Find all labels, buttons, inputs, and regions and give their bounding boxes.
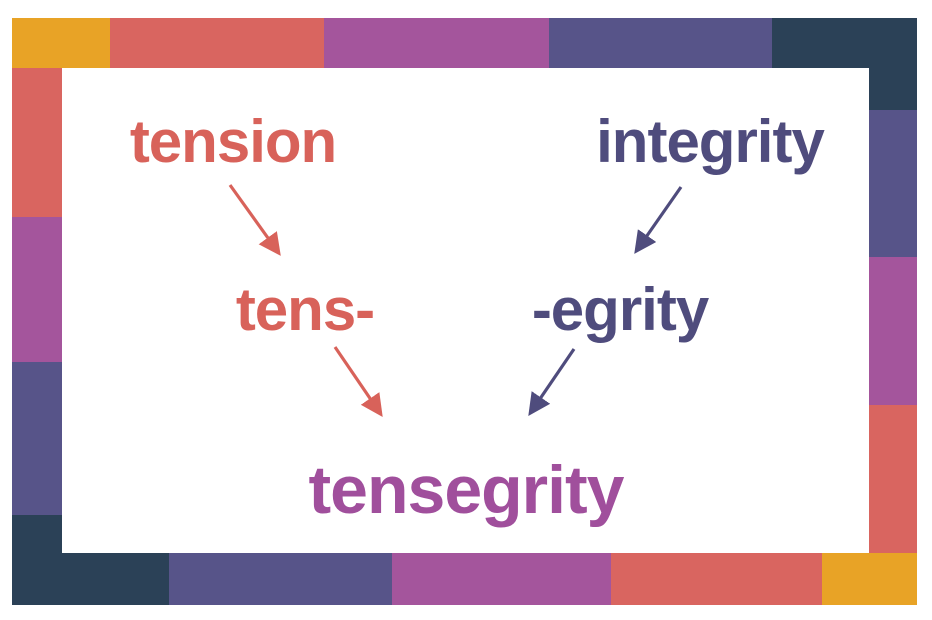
word-tens-prefix: tens- bbox=[235, 276, 375, 343]
border-block-purple bbox=[169, 553, 392, 605]
border-block-magenta bbox=[869, 257, 917, 405]
border-block-navy bbox=[869, 68, 917, 110]
border-block-magenta bbox=[324, 18, 549, 68]
border-strip-left bbox=[12, 68, 62, 553]
border-block-coral bbox=[611, 553, 822, 605]
border-block-purple bbox=[12, 362, 62, 515]
border-block-gold bbox=[822, 553, 917, 605]
word-egrity-suffix: -egrity bbox=[531, 276, 709, 343]
word-tension: tension bbox=[129, 108, 337, 175]
border-block-purple bbox=[549, 18, 772, 68]
border-block-coral bbox=[869, 405, 917, 553]
word-integrity: integrity bbox=[596, 108, 825, 175]
border-block-navy bbox=[12, 515, 62, 553]
word-tensegrity: tensegrity bbox=[308, 452, 625, 528]
border-block-magenta bbox=[392, 553, 611, 605]
border-strip-bottom bbox=[12, 553, 917, 605]
border-block-navy bbox=[12, 553, 169, 605]
border-strip-right bbox=[869, 68, 917, 553]
border-block-gold bbox=[12, 18, 110, 68]
border-block-coral bbox=[110, 18, 324, 68]
border-block-magenta bbox=[12, 217, 62, 362]
border-block-purple bbox=[869, 110, 917, 257]
white-content-panel bbox=[62, 68, 869, 553]
border-block-coral bbox=[12, 68, 62, 217]
border-strip-top bbox=[12, 18, 917, 68]
border-block-navy bbox=[772, 18, 917, 68]
mosaic-border-frame bbox=[12, 18, 917, 605]
